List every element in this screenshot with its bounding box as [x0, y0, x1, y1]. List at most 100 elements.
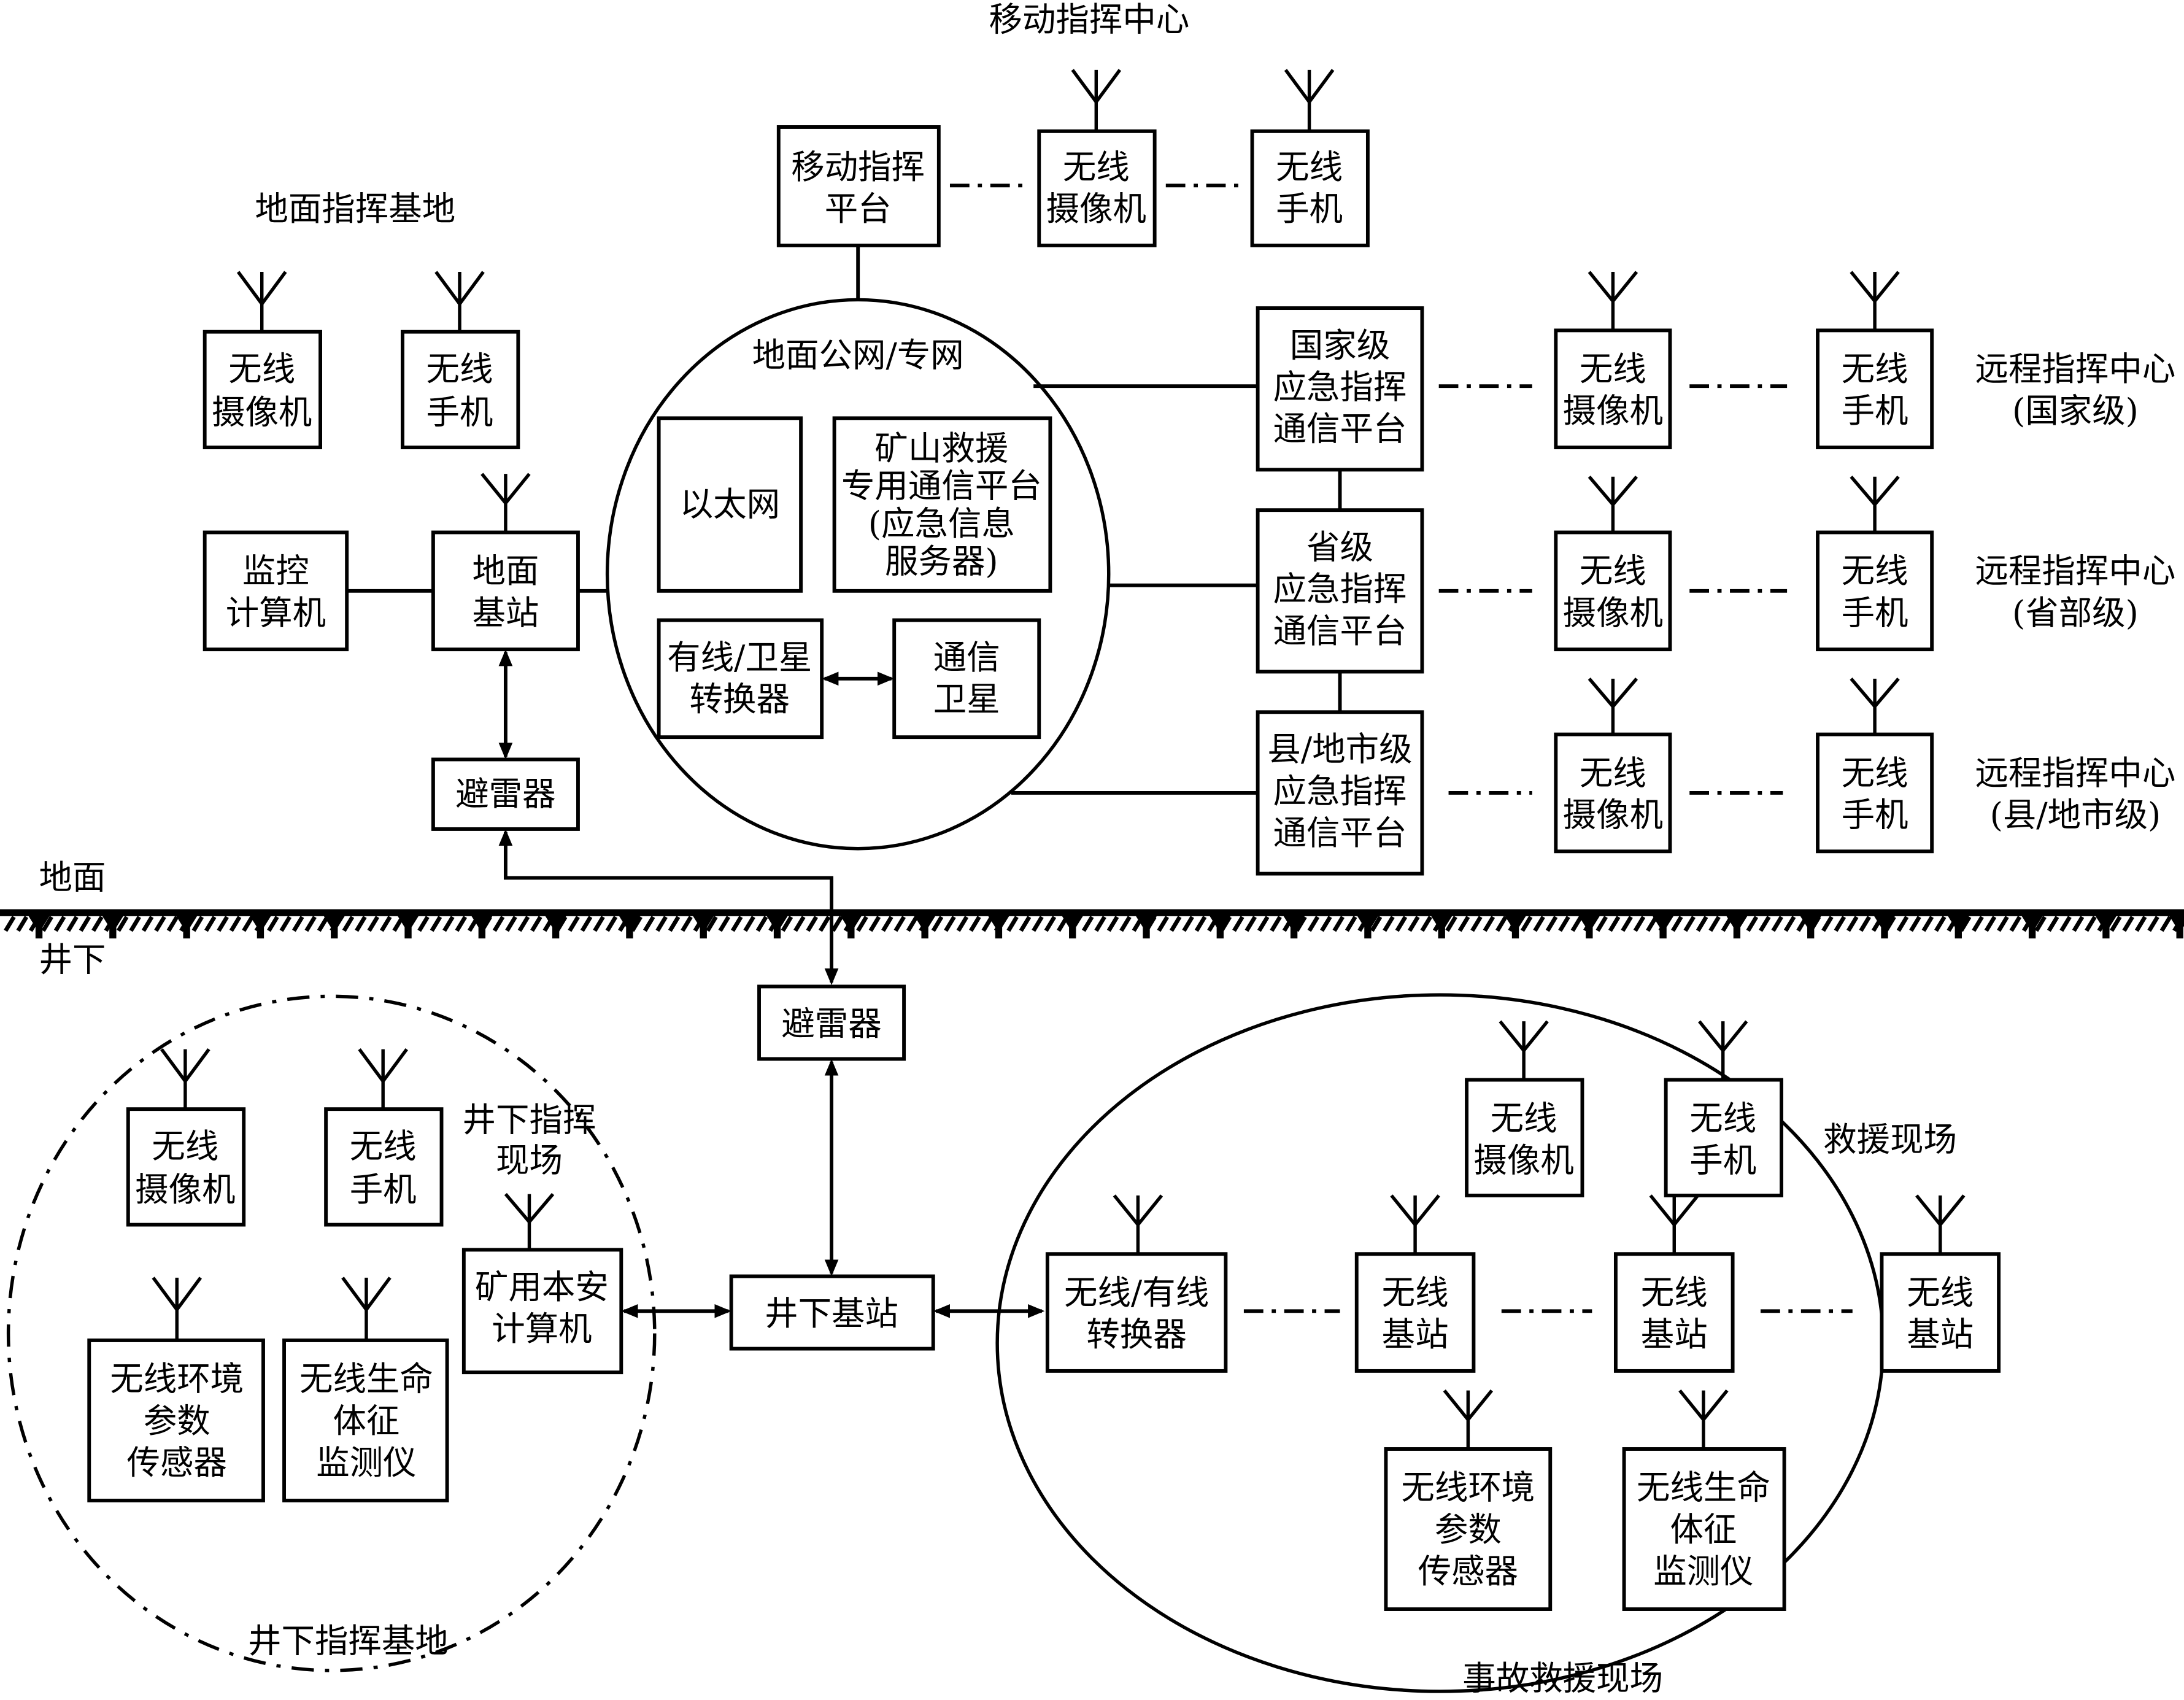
- ground-hatch: [1771, 916, 1783, 932]
- svg-text:应急指挥: 应急指挥: [1273, 570, 1407, 609]
- svg-text:摄像机: 摄像机: [135, 1170, 235, 1209]
- svg-text:监测仪: 监测仪: [1653, 1551, 1753, 1591]
- ground-base-station-node: 地面 基站: [431, 473, 580, 652]
- ground-spike: [101, 913, 125, 939]
- svg-text:基站: 基站: [1907, 1315, 1974, 1354]
- ground-hatch: [304, 916, 317, 932]
- ground-hatch: [1169, 916, 1182, 932]
- ground-hatch: [1320, 916, 1332, 932]
- svg-text:传感器: 传感器: [1418, 1551, 1518, 1591]
- rescue-phone-node: 无线 手机: [1664, 1020, 1783, 1197]
- arrester-link-arrow: [498, 829, 839, 986]
- ground-hatch: [668, 916, 681, 932]
- antenna-icon: [480, 473, 531, 533]
- ground-hatch: [53, 916, 66, 932]
- ground-spike: [1724, 913, 1750, 939]
- ground-hatch: [292, 916, 304, 932]
- ground-spike: [543, 913, 568, 939]
- ground-hatch: [505, 916, 517, 932]
- remote-national-sublabel: (国家级): [2012, 391, 2139, 430]
- ground-hatch: [1094, 916, 1106, 932]
- svg-text:摄像机: 摄像机: [1563, 593, 1663, 632]
- ground-hatch: [2059, 916, 2072, 932]
- ground-hatch: [1270, 916, 1282, 932]
- ground-hatch: [1194, 916, 1207, 932]
- ground-hatch: [1984, 916, 1997, 932]
- mobile-camera-node: 无线 摄像机: [1037, 69, 1157, 247]
- remote-phone-node: [1816, 328, 1934, 449]
- ground-hatch: [355, 916, 367, 932]
- svg-text:无线生命: 无线生命: [299, 1359, 433, 1399]
- ground-spike: [1281, 913, 1306, 939]
- antenna-icon: [1284, 69, 1335, 131]
- ground-spike: [26, 913, 52, 939]
- national-platform-node: 国家级 应急指挥 通信平台: [1256, 306, 1424, 472]
- rescue-platform-node: 矿山救援 专用通信平台 (应急信息 服务器): [832, 416, 1052, 593]
- ground-hatch: [1019, 916, 1032, 932]
- underground-phone-node: 无线 手机: [324, 1048, 444, 1227]
- underground-vital-monitor-node: 无线生命 体征 监测仪: [282, 1277, 449, 1502]
- svg-text:无线: 无线: [1491, 1099, 1557, 1138]
- remote-county-label: 远程指挥中心: [1975, 753, 2176, 792]
- antenna-icon: [1390, 1194, 1440, 1254]
- monitor-computer-node: 监控 计算机: [203, 530, 349, 652]
- ground-hatch: [806, 916, 819, 932]
- svg-text:无线: 无线: [1063, 147, 1130, 187]
- ground-hatch: [881, 916, 893, 932]
- ground-hatch: [2147, 916, 2159, 932]
- wireless-base-station-node: 无线 基站: [1354, 1194, 1476, 1373]
- ground-hatch: [455, 916, 468, 932]
- ground-hatch: [605, 916, 618, 932]
- rescue-site-label: 救援现场: [1823, 1119, 1957, 1159]
- ground-hatch: [1232, 916, 1244, 932]
- ground-hatch: [969, 916, 981, 932]
- svg-text:转换器: 转换器: [1086, 1315, 1186, 1354]
- ground-hatch: [129, 916, 141, 932]
- ground-hatch: [1457, 916, 1470, 932]
- ground-hatch: [1997, 916, 2009, 932]
- ground-hatch: [781, 916, 793, 932]
- ground-hatch: [793, 916, 806, 932]
- ground-hatch: [1307, 916, 1320, 932]
- svg-text:无线: 无线: [228, 349, 295, 388]
- svg-text:基站: 基站: [1382, 1315, 1449, 1354]
- ground-hatch: [1934, 916, 1947, 932]
- svg-text:无线环境: 无线环境: [1401, 1468, 1535, 1507]
- svg-text:无线: 无线: [1382, 1273, 1449, 1312]
- county-platform-node: 县/地市级 应急指挥 通信平台: [1256, 710, 1424, 876]
- ground-hatch: [944, 916, 956, 932]
- remote-camera-node: [1554, 732, 1672, 854]
- svg-text:无线: 无线: [1907, 1273, 1974, 1312]
- ground-hatch: [217, 916, 229, 932]
- ground-hatch: [91, 916, 104, 932]
- ground-spike: [839, 913, 863, 939]
- ground-hatch: [1345, 916, 1357, 932]
- ground-hatch: [1470, 916, 1483, 932]
- ground-hatch: [1683, 916, 1696, 932]
- svg-text:移动指挥: 移动指挥: [791, 147, 925, 187]
- ground-spike: [2094, 913, 2118, 939]
- antenna-icon: [1071, 69, 1122, 131]
- ground-hatch: [831, 916, 843, 932]
- remote-phone-node: [1816, 530, 1934, 652]
- ground-hatch: [517, 916, 530, 932]
- svg-text:手机: 手机: [1689, 1140, 1756, 1180]
- svg-text:计算机: 计算机: [226, 593, 326, 632]
- antenna-icon: [1588, 271, 1638, 331]
- satellite-converter-node: 有线/卫星 转换器: [657, 618, 824, 740]
- svg-text:无线: 无线: [1842, 753, 1908, 792]
- ground-hatch: [956, 916, 969, 932]
- ground-hatch: [1495, 916, 1508, 932]
- ground-spike: [617, 913, 642, 939]
- antenna-icon: [504, 1192, 555, 1250]
- ground-hatch: [1081, 916, 1094, 932]
- ground-hatch: [1621, 916, 1633, 932]
- svg-text:通信: 通信: [933, 638, 1000, 677]
- ground-spike: [1946, 913, 1971, 939]
- rescue-env-sensor-node: 无线环境 参数 传感器: [1384, 1389, 1553, 1611]
- ground-hatch: [1044, 916, 1057, 932]
- ground-hatch: [342, 916, 355, 932]
- svg-text:无线: 无线: [1580, 753, 1646, 792]
- ground-hatch: [492, 916, 505, 932]
